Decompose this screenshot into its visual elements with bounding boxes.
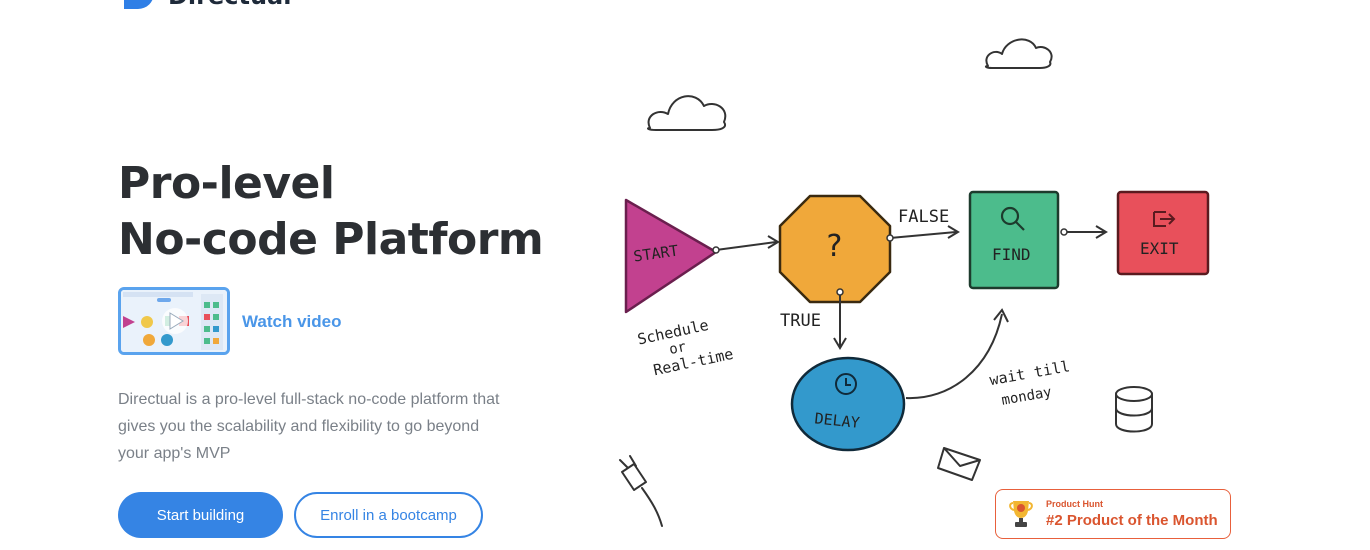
clock-icon — [835, 373, 857, 395]
product-hunt-rank: #2 Product of the Month — [1046, 512, 1218, 529]
trophy-icon — [1009, 501, 1033, 527]
delay-node — [790, 356, 906, 452]
search-icon — [1000, 206, 1025, 231]
logo-mark-icon — [124, 0, 154, 9]
hero-title: Pro-level No-code Platform — [118, 156, 544, 268]
wait-label-line-2: monday — [1000, 384, 1053, 409]
schedule-label-line-3: Real-time — [652, 345, 735, 380]
hero-title-line-2: No-code Platform — [118, 214, 544, 265]
hero-description: Directual is a pro-level full-stack no-c… — [118, 391, 500, 462]
find-label: FIND — [992, 245, 1031, 264]
start-building-button[interactable]: Start building — [118, 492, 283, 538]
exit-node — [1116, 190, 1210, 276]
hero-title-line-1: Pro-level — [118, 158, 335, 209]
product-hunt-badge[interactable]: Product Hunt #2 Product of the Month — [995, 489, 1231, 539]
schedule-label-line-2: or — [668, 339, 688, 358]
exit-label: EXIT — [1140, 239, 1179, 258]
decision-label: ? — [825, 229, 843, 264]
true-label: TRUE — [780, 311, 821, 331]
watch-video-link[interactable]: Watch video — [242, 312, 342, 331]
video-thumbnail[interactable] — [118, 287, 230, 355]
cloud-icon — [984, 38, 1053, 69]
wait-label-line-1: wait till — [988, 357, 1071, 389]
false-label: FALSE — [898, 207, 949, 227]
product-hunt-label: Product Hunt — [1046, 499, 1103, 509]
decision-node — [778, 194, 892, 304]
cloud-icon — [647, 95, 727, 131]
video-preview-icon — [121, 290, 227, 352]
logo-text: Directual — [168, 0, 291, 10]
envelope-icon — [937, 447, 981, 481]
exit-icon — [1153, 211, 1176, 227]
plug-icon — [619, 455, 663, 527]
find-node — [968, 190, 1060, 290]
logo[interactable]: Directual — [124, 0, 291, 10]
enroll-bootcamp-button[interactable]: Enroll in a bootcamp — [294, 492, 483, 538]
start-node — [624, 198, 718, 314]
delay-label: DELAY — [814, 409, 861, 432]
flow-illustration: START ? FALSE TRUE FIND EXIT DELAY Sched… — [619, 38, 1210, 527]
database-icon — [1115, 386, 1153, 433]
